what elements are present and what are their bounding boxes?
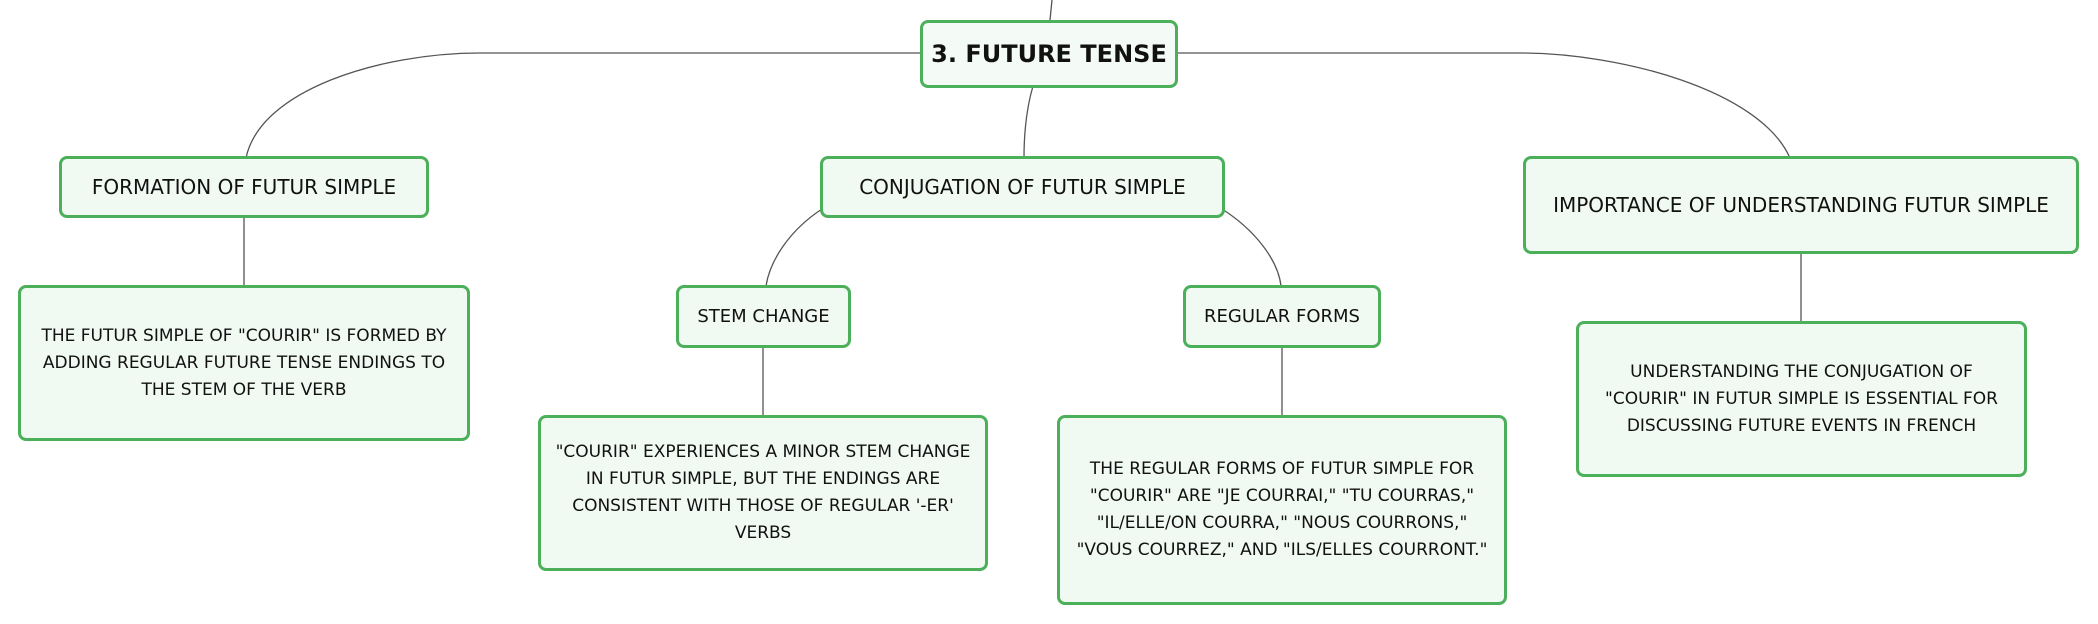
connector-root-to-importance (1176, 52, 1791, 159)
branch-importance[interactable]: IMPORTANCE OF UNDERSTANDING FUTUR SIMPLE (1523, 156, 2079, 254)
importance-detail-text: UNDERSTANDING THE CONJUGATION OF "COURIR… (1605, 361, 1998, 436)
formation-detail[interactable]: THE FUTUR SIMPLE OF "COURIR" IS FORMED B… (18, 285, 470, 441)
connector-parent-to-root (1049, 0, 1053, 21)
connector-root-to-conjugation (1023, 85, 1034, 159)
connector-conjugation-to-regular (1221, 208, 1282, 287)
root-node[interactable]: 3. FUTURE TENSE (920, 20, 1178, 88)
regular-forms-detail[interactable]: THE REGULAR FORMS OF FUTUR SIMPLE FOR "C… (1057, 415, 1507, 605)
regular-forms-label: REGULAR FORMS (1204, 306, 1360, 327)
regular-forms-detail-text: THE REGULAR FORMS OF FUTUR SIMPLE FOR "C… (1076, 459, 1488, 560)
branch-importance-label: IMPORTANCE OF UNDERSTANDING FUTUR SIMPLE (1553, 193, 2049, 217)
stem-change-node[interactable]: STEM CHANGE (676, 285, 851, 348)
branch-formation-label: FORMATION OF FUTUR SIMPLE (91, 175, 397, 199)
formation-detail-text: THE FUTUR SIMPLE OF "COURIR" IS FORMED B… (41, 325, 447, 400)
branch-conjugation-label: CONJUGATION OF FUTUR SIMPLE (859, 175, 1186, 199)
connector-conjugation-to-stem (765, 208, 823, 287)
root-label: 3. FUTURE TENSE (931, 40, 1167, 68)
connector-root-to-formation (245, 52, 922, 159)
branch-conjugation[interactable]: CONJUGATION OF FUTUR SIMPLE (820, 156, 1225, 218)
stem-change-detail[interactable]: "COURIR" EXPERIENCES A MINOR STEM CHANGE… (538, 415, 988, 571)
importance-detail[interactable]: UNDERSTANDING THE CONJUGATION OF "COURIR… (1576, 321, 2027, 477)
stem-change-label: STEM CHANGE (697, 306, 830, 327)
stem-change-detail-text: "COURIR" EXPERIENCES A MINOR STEM CHANGE… (555, 442, 971, 543)
regular-forms-node[interactable]: REGULAR FORMS (1183, 285, 1381, 348)
branch-formation[interactable]: FORMATION OF FUTUR SIMPLE (59, 156, 429, 218)
